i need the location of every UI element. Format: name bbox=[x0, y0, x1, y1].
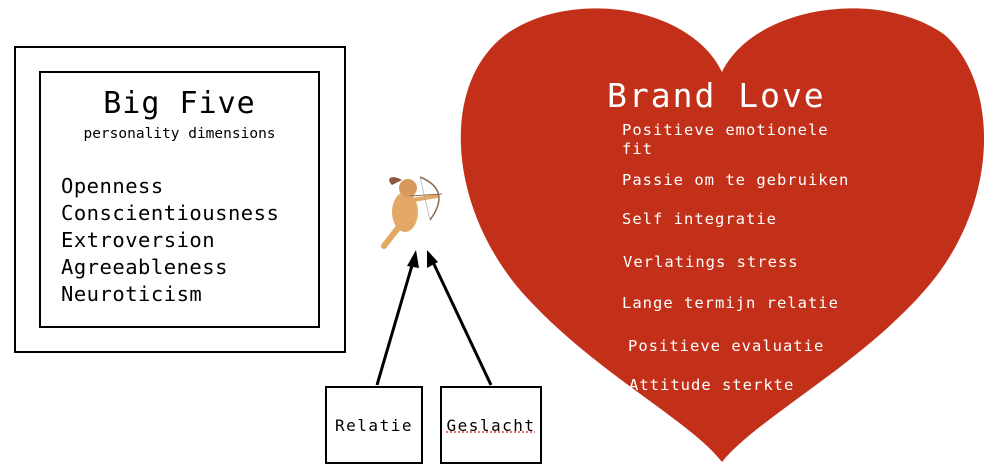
relatie-box: Relatie bbox=[325, 386, 423, 464]
big-five-item: Neuroticism bbox=[61, 282, 203, 306]
brand-love-item: Self integratie bbox=[622, 210, 777, 228]
big-five-item: Openness bbox=[61, 174, 164, 198]
big-five-title: Big Five bbox=[103, 86, 256, 121]
relatie-label: Relatie bbox=[335, 415, 413, 435]
big-five-item: Conscientiousness bbox=[61, 201, 280, 225]
big-five-item: Extroversion bbox=[61, 228, 216, 252]
geslacht-box: Geslacht bbox=[440, 386, 542, 464]
big-five-item: Agreeableness bbox=[61, 255, 228, 279]
brand-love-item: Positieve emotionele fit bbox=[622, 121, 829, 158]
brand-love-item: Verlatings stress bbox=[623, 253, 799, 271]
big-five-inner-box bbox=[39, 71, 320, 328]
geslacht-label: Geslacht bbox=[446, 415, 536, 435]
big-five-outer-box bbox=[14, 46, 346, 353]
brand-love-item: Lange termijn relatie bbox=[622, 294, 839, 312]
brand-love-item: Positieve evaluatie bbox=[628, 337, 825, 355]
heart-shape bbox=[460, 8, 985, 463]
arrow-geslacht-to-cupid bbox=[427, 250, 493, 386]
brand-love-title: Brand Love bbox=[607, 76, 826, 115]
brand-love-item: Attitude sterkte bbox=[629, 376, 795, 394]
big-five-subtitle: personality dimensions bbox=[83, 126, 276, 142]
brand-love-item: Passie om te gebruiken bbox=[622, 171, 850, 189]
arrow-relatie-to-cupid bbox=[375, 250, 419, 386]
big-five-list: Openness Conscientiousness Extroversion … bbox=[61, 173, 279, 308]
cupid-icon bbox=[381, 176, 443, 249]
